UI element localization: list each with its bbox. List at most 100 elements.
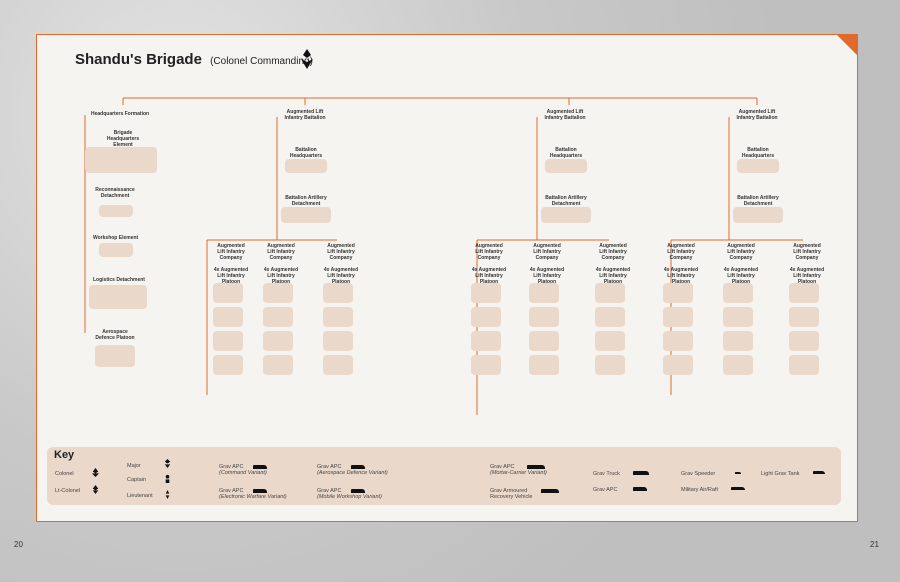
company-label: Augmented Lift Infantry Company [267,243,295,261]
battalion-2-label: Augmented Lift Infantry Battalion [544,109,586,121]
platoon-vehicles [723,331,753,351]
workshop-vehicles [99,243,133,257]
air-raft-icon [731,487,745,490]
company-label: Augmented Lift Infantry Company [475,243,503,261]
aerospace-vehicles [95,345,135,367]
company-label: Augmented Lift Infantry Company [599,243,627,261]
platoon-vehicles [595,283,625,303]
platoon-vehicles [323,307,353,327]
company-label: Augmented Lift Infantry Company [217,243,245,261]
key-v6: Grav Truck [593,471,620,477]
bn1-hq-vehicles [285,159,327,173]
platoon-vehicles [263,331,293,351]
grav-arv-icon [541,489,559,493]
workshop-label: Workshop Element [93,235,139,241]
hq-element-label: Brigade Headquarters Element [106,130,140,148]
platoon-vehicles [213,283,243,303]
platoon-vehicles [263,283,293,303]
company-label: Augmented Lift Infantry Company [533,243,561,261]
platoon-vehicles [663,331,693,351]
company-label: Augmented Lift Infantry Company [793,243,821,261]
platoon-label: 4x Augmented Lift Infantry Platoon [663,267,699,285]
grav-apc-ew-icon [253,489,267,493]
platoon-vehicles [595,331,625,351]
grav-apc-workshop-icon [351,489,365,493]
logistics-vehicles [89,285,147,309]
key-v1: Grav APC(Electronic Warfare Variant) [219,488,287,500]
grav-apc-aerospace-icon [351,465,365,469]
platoon-label: 4x Augmented Lift Infantry Platoon [723,267,759,285]
platoon-vehicles [213,331,243,351]
platoon-vehicles [529,355,559,375]
title-text: Shandu's Brigade [75,51,202,68]
platoon-vehicles [723,307,753,327]
platoon-vehicles [213,355,243,375]
platoon-vehicles [263,355,293,375]
company-label: Augmented Lift Infantry Company [667,243,695,261]
platoon-vehicles [663,307,693,327]
key-captain: Captain [127,477,146,483]
platoon-label: 4x Augmented Lift Infantry Platoon [595,267,631,285]
bn1-art-vehicles [281,207,331,223]
subtitle-text: (Colonel Commanding) [210,56,313,67]
grav-apc-command-icon [253,465,267,469]
platoon-vehicles [595,355,625,375]
platoon-vehicles [213,307,243,327]
page-corner-tab [836,34,858,56]
key-title: Key [54,449,75,461]
platoon-vehicles [663,355,693,375]
grav-speeder-icon [735,472,741,474]
company-label: Augmented Lift Infantry Company [727,243,755,261]
platoon-vehicles [323,331,353,351]
bn2-art-vehicles [541,207,591,223]
platoon-label: 4x Augmented Lift Infantry Platoon [789,267,825,285]
company-label: Augmented Lift Infantry Company [327,243,355,261]
key-v0: Grav APC(Command Variant) [219,464,267,476]
bn3-hq-vehicles [737,159,779,173]
key-lieutenant: Lieutenant [127,493,153,499]
platoon-vehicles [323,283,353,303]
recon-label: Reconnaissance Detachment [95,187,135,199]
platoon-vehicles [789,355,819,375]
hq-element-vehicles [85,147,157,173]
bn2-art-label: Battalion Artillery Detachment [545,195,587,207]
platoon-vehicles [789,283,819,303]
light-grav-tank-icon [813,471,825,474]
org-chart-page: Shandu's Brigade (Colonel Commanding) He… [36,34,858,522]
platoon-vehicles [471,307,501,327]
key-lt-colonel: Lt-Colonel [55,488,81,494]
platoon-vehicles [529,331,559,351]
platoon-vehicles [263,307,293,327]
key-panel: Key Colonel Lt-Colonel Major Captain Lie… [47,447,841,505]
grav-apc-icon [633,487,647,491]
key-v3: Grav APC(Mobile Workshop Variant) [317,488,382,500]
platoon-label: 4x Augmented Lift Infantry Platoon [323,267,359,285]
key-v9: Military Air/Raft [681,487,718,493]
platoon-vehicles [529,283,559,303]
page-title: Shandu's Brigade (Colonel Commanding) [75,51,313,68]
platoon-vehicles [471,355,501,375]
grav-truck-icon [633,471,649,475]
platoon-label: 4x Augmented Lift Infantry Platoon [213,267,249,285]
key-v5: Grav Armoured Recovery Vehicle [490,488,533,500]
platoon-vehicles [789,307,819,327]
org-lines [84,97,803,415]
key-colonel: Colonel [55,471,74,477]
platoon-vehicles [471,331,501,351]
recon-vehicles [99,205,133,217]
logistics-label: Logistics Detachment [93,277,145,283]
key-v10: Light Grav Tank [761,471,800,477]
battalion-1-label: Augmented Lift Infantry Battalion [284,109,326,121]
captain-icon [165,474,170,483]
page-number-left: 20 [14,540,23,549]
lieutenant-icon [165,490,170,499]
platoon-label: 4x Augmented Lift Infantry Platoon [471,267,507,285]
key-v7: Grav APC [593,487,618,493]
major-icon [164,459,171,468]
platoon-vehicles [323,355,353,375]
platoon-vehicles [529,307,559,327]
platoon-label: 4x Augmented Lift Infantry Platoon [529,267,565,285]
lt-colonel-icon [92,485,99,494]
colonel-icon [91,468,100,477]
bn2-hq-vehicles [545,159,587,173]
